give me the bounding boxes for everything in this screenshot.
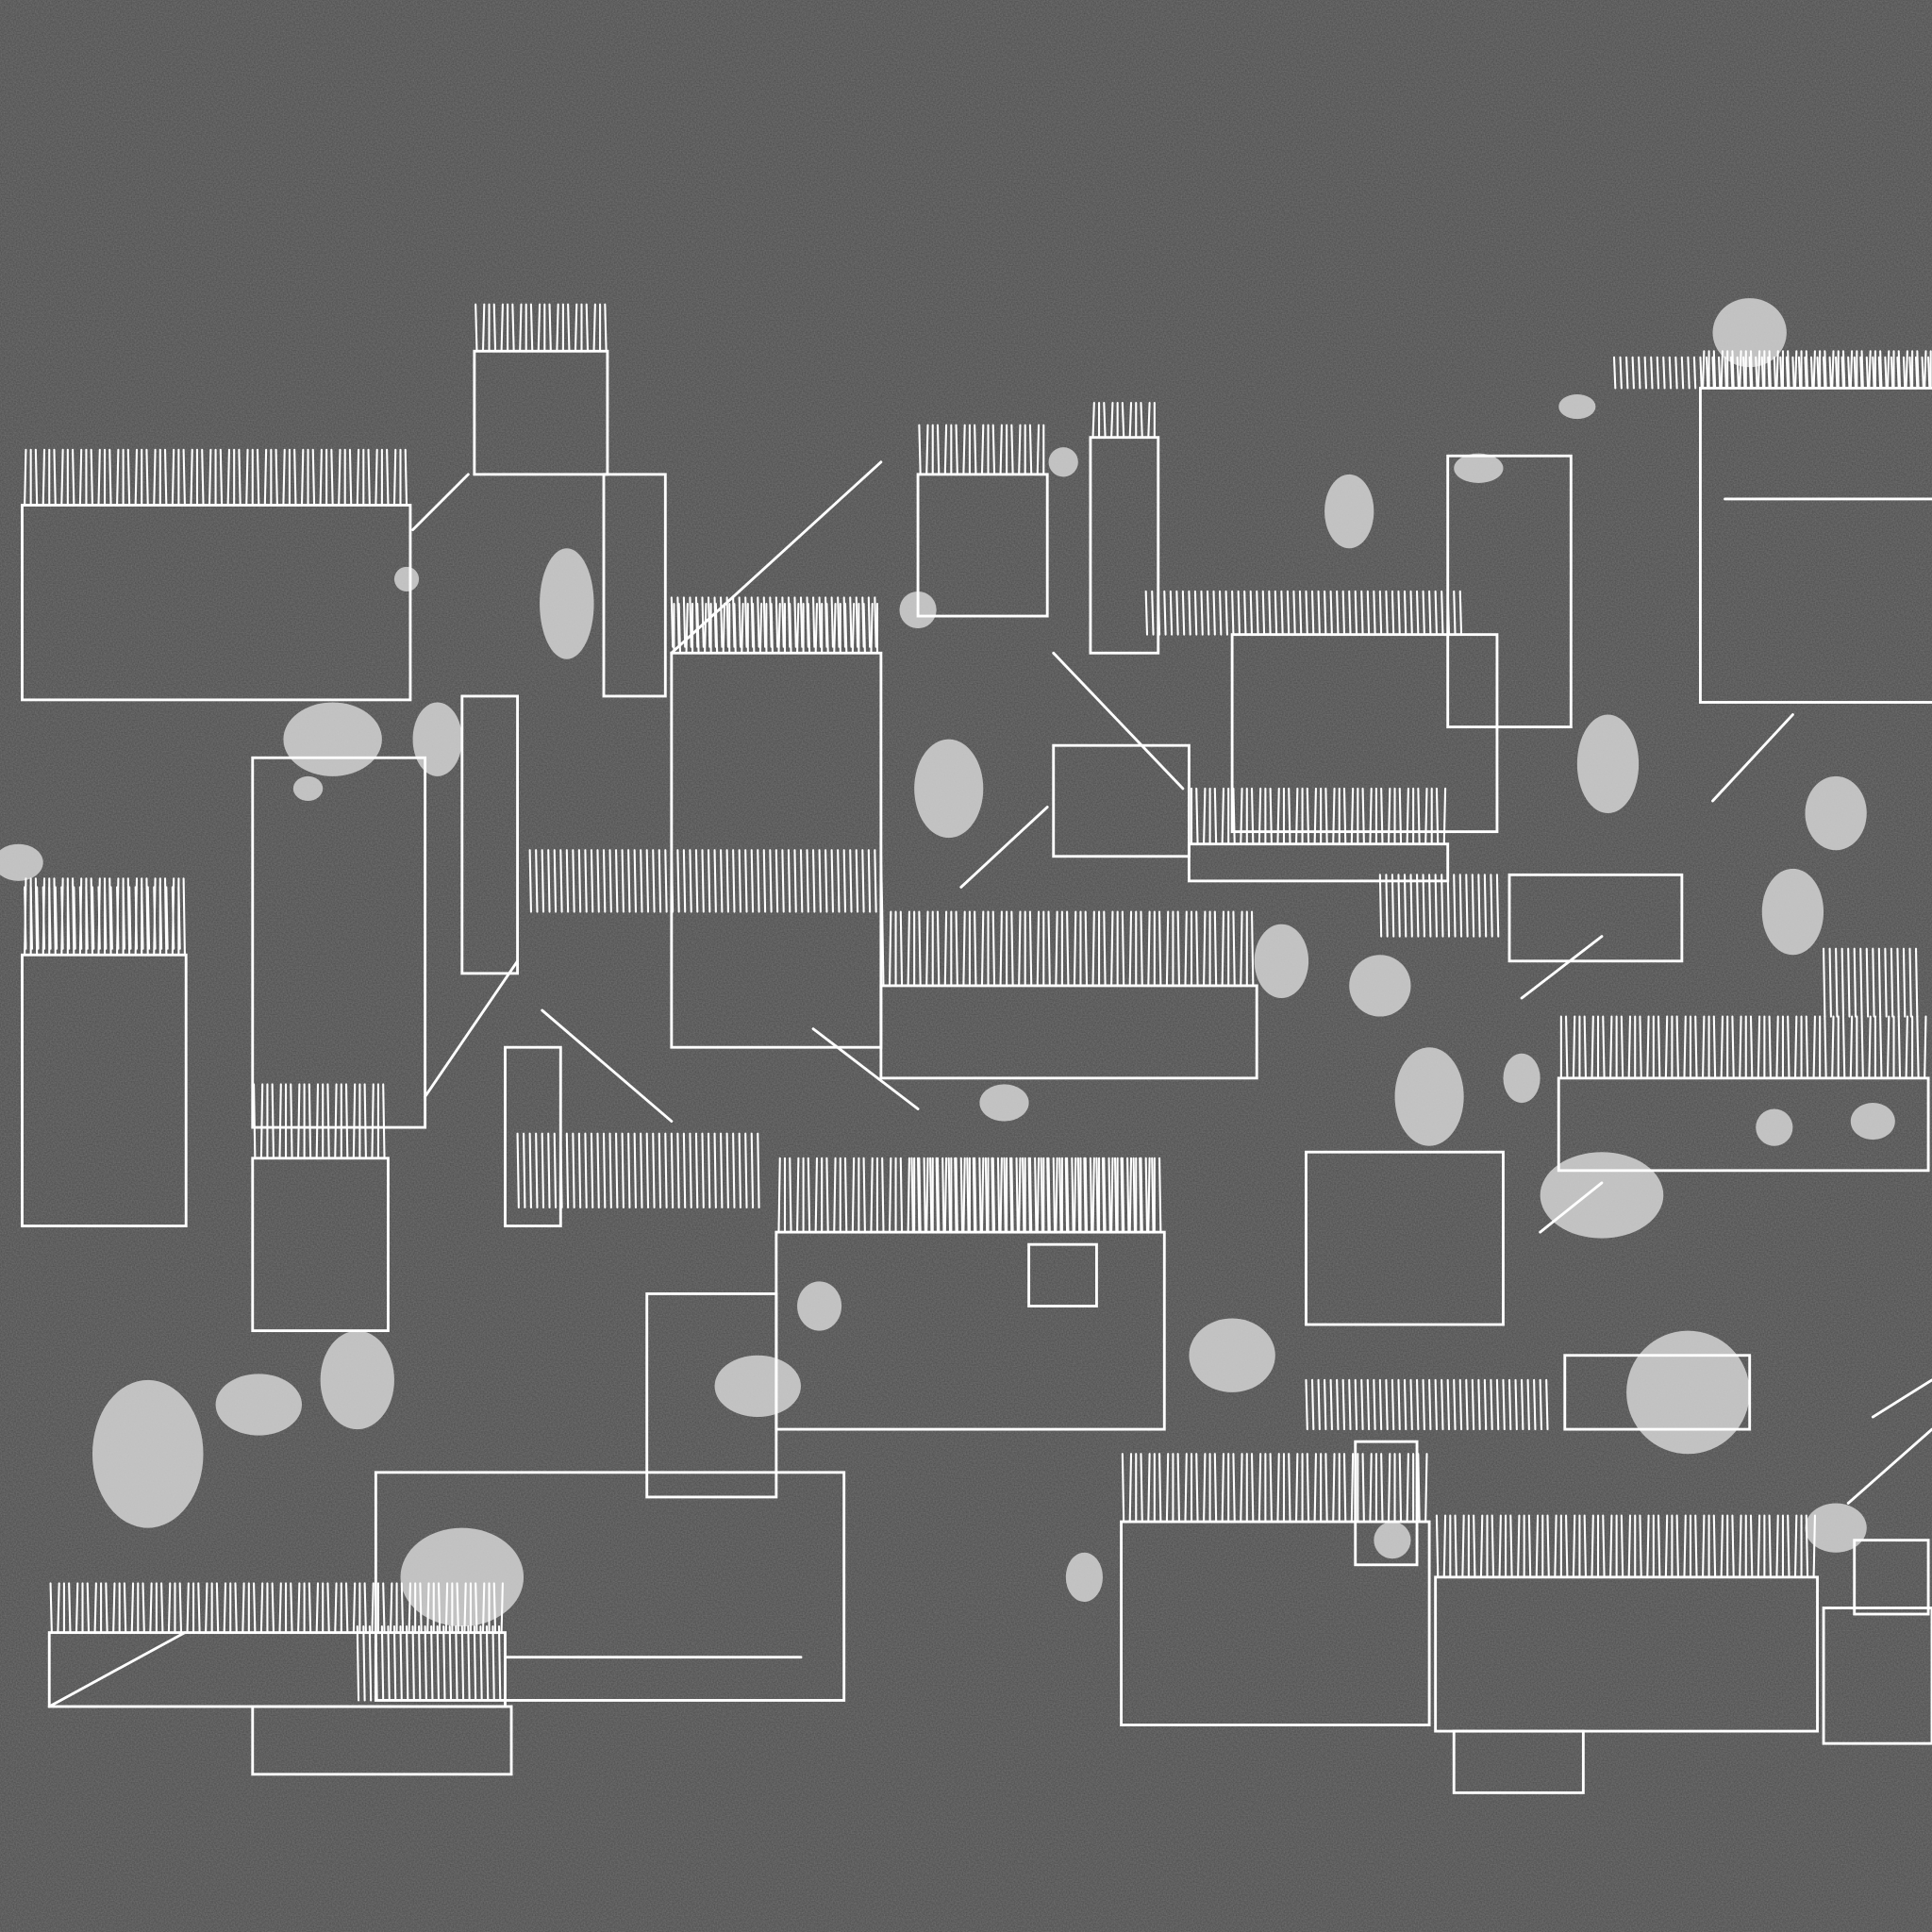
- outlined-block: [251, 1157, 390, 1333]
- hatch-band: [475, 303, 608, 353]
- hatch-band: [1702, 350, 1932, 390]
- outlined-block: [1120, 1520, 1431, 1727]
- connector-line: [1871, 1378, 1932, 1419]
- pale-blob: [92, 1379, 204, 1528]
- pale-blob: [540, 548, 594, 659]
- hatch-band: [528, 849, 884, 913]
- pale-blob: [320, 1330, 394, 1430]
- outlined-block: [251, 756, 427, 1129]
- connector-line: [424, 959, 520, 1098]
- pale-blob: [283, 702, 382, 776]
- outlined-block: [1557, 1076, 1930, 1173]
- outlined-block: [47, 1631, 507, 1708]
- outlined-block: [460, 694, 520, 975]
- outlined-block: [1187, 842, 1450, 883]
- outlined-block: [645, 1291, 778, 1499]
- pale-blob: [1503, 1053, 1541, 1103]
- hatch-band: [881, 910, 1255, 987]
- pale-blob: [1761, 868, 1824, 956]
- pale-blob: [400, 1527, 525, 1627]
- outlined-block: [1452, 1729, 1585, 1794]
- outlined-block: [1507, 873, 1684, 963]
- hatch-band: [673, 602, 879, 655]
- hatch-band: [670, 596, 877, 648]
- outlined-block: [1563, 1354, 1752, 1431]
- connector-line: [811, 1027, 920, 1110]
- pale-blob: [979, 1084, 1029, 1122]
- pale-blob: [914, 739, 984, 839]
- hatch-band: [24, 886, 181, 950]
- pale-blob: [1576, 714, 1640, 814]
- outlined-block: [1434, 1575, 1819, 1733]
- outlined-block: [1052, 743, 1191, 858]
- line-layer: [21, 303, 1932, 1794]
- pale-blob: [412, 702, 462, 776]
- hatch-band: [356, 1625, 502, 1702]
- outlined-block: [374, 1471, 846, 1702]
- outlined-block: [1699, 386, 1932, 704]
- hatch-band: [1612, 356, 1931, 390]
- hatch-band: [1144, 590, 1463, 636]
- pale-blob: [1374, 1522, 1411, 1559]
- hatch-band: [910, 1157, 1155, 1234]
- pale-blob: [1850, 1102, 1895, 1141]
- hatch-band: [1121, 1453, 1428, 1524]
- outlined-block: [1354, 1440, 1419, 1567]
- connector-line: [1052, 651, 1185, 791]
- pale-blob: [393, 566, 420, 591]
- hatch-band: [1435, 1514, 1816, 1578]
- outlined-block: [602, 473, 667, 698]
- pale-blob: [1254, 924, 1309, 998]
- hatch-band: [1378, 874, 1500, 938]
- connector-line: [411, 473, 470, 532]
- connector-line: [1846, 1427, 1932, 1505]
- connector-line: [47, 1631, 187, 1708]
- pale-blob: [1626, 1330, 1750, 1455]
- hatch-band: [516, 1132, 760, 1209]
- hatch-band: [1823, 947, 1919, 1018]
- pale-blob: [797, 1281, 842, 1331]
- pale-blob: [1756, 1108, 1793, 1146]
- pale-blob: [1394, 1047, 1464, 1146]
- hatch-band: [24, 448, 408, 507]
- pale-blob: [1805, 775, 1867, 851]
- pale-blob: [1712, 298, 1787, 368]
- connector-line: [670, 460, 883, 655]
- hatch-band: [1091, 402, 1156, 439]
- connector-line: [1711, 713, 1794, 803]
- hatch-band: [777, 1157, 1162, 1234]
- outlined-block: [473, 349, 609, 476]
- hatch-band: [1190, 787, 1447, 845]
- pale-blob: [1349, 955, 1411, 1017]
- connector-line: [541, 1008, 674, 1124]
- pale-blob: [1558, 393, 1596, 420]
- pale-blob: [1065, 1552, 1103, 1602]
- hatch-band: [253, 1083, 386, 1159]
- connector-line: [1539, 1181, 1604, 1234]
- pale-blob: [0, 843, 43, 881]
- pale-blob: [215, 1374, 302, 1436]
- pale-blob: [1540, 1152, 1664, 1239]
- hatch-band: [49, 1582, 504, 1634]
- pale-blob: [1189, 1318, 1275, 1392]
- outlined-block: [1305, 1150, 1505, 1326]
- pale-blob: [1454, 453, 1504, 483]
- blob-layer: [0, 298, 1895, 1627]
- hatch-band: [1559, 1015, 1927, 1079]
- hatch-band: [918, 424, 1045, 475]
- pale-blob: [1324, 474, 1374, 549]
- connector-line: [959, 806, 1049, 889]
- pale-blob: [292, 775, 324, 801]
- pale-blob: [1048, 447, 1078, 477]
- connector-line: [1520, 935, 1604, 1000]
- pale-blob: [714, 1355, 801, 1418]
- hatch-band: [1305, 1378, 1549, 1431]
- outlined-block: [1853, 1539, 1930, 1616]
- outlined-block: [1027, 1242, 1098, 1307]
- pale-blob: [1805, 1503, 1867, 1553]
